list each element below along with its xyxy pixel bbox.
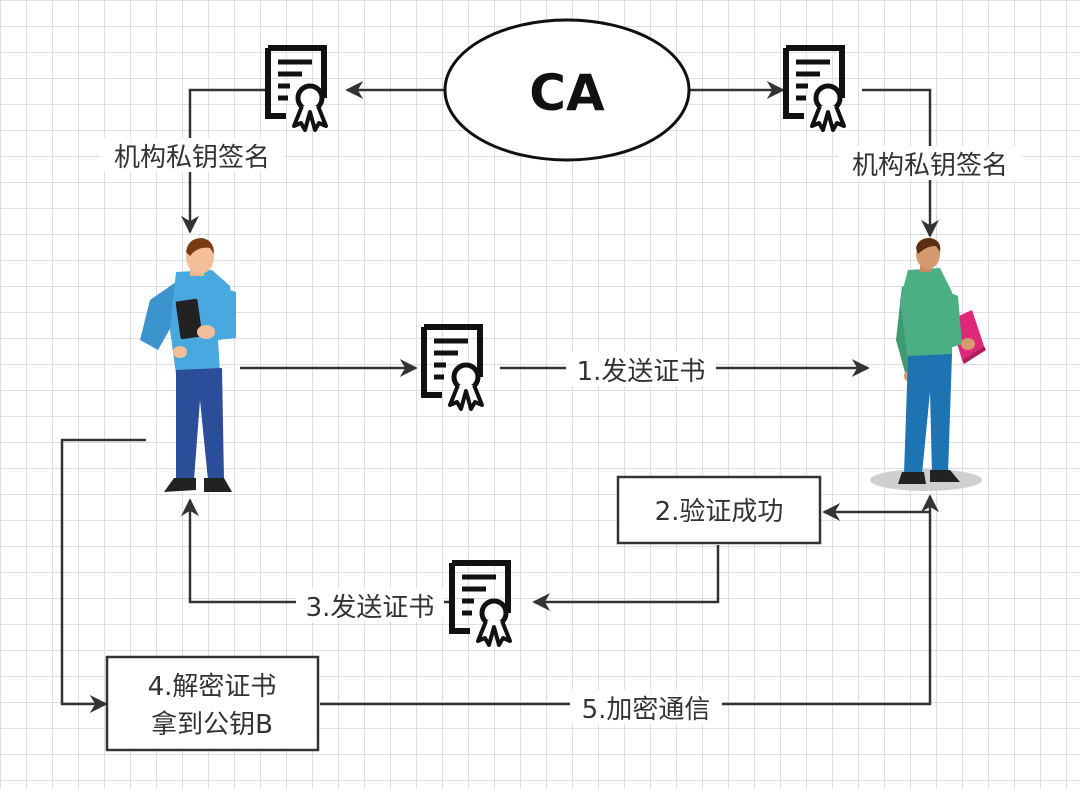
step3-label: 3.发送证书 (306, 593, 435, 623)
step4-label-line2: 拿到公钥B (151, 710, 273, 740)
certificate-icon (268, 48, 326, 130)
right-sign-label: 机构私钥签名 (852, 151, 1008, 181)
left-sign-label-group: 机构私钥签名 (100, 138, 284, 173)
step5-label: 5.加密通信 (582, 695, 711, 725)
ca-label: CA (529, 64, 605, 122)
certificate-icon (424, 327, 482, 409)
step5-label-group: 5.加密通信 (570, 690, 722, 725)
step2-box: 2.验证成功 (616, 475, 822, 545)
certificate-icon (452, 563, 510, 645)
ca-node: CA (443, 18, 691, 162)
person-right (870, 238, 986, 491)
person-left (140, 238, 236, 492)
step4-box: 4.解密证书 拿到公钥B (105, 655, 320, 752)
step1-label-group: 1.发送证书 (566, 352, 716, 387)
left-sign-label: 机构私钥签名 (114, 143, 270, 173)
certificate-icon (786, 48, 844, 130)
step2-label: 2.验证成功 (655, 497, 784, 527)
step1-label: 1.发送证书 (577, 357, 706, 387)
step3-label-group: 3.发送证书 (296, 588, 444, 623)
step4-label-line1: 4.解密证书 (148, 672, 277, 702)
right-sign-label-group: 机构私钥签名 (838, 146, 1022, 181)
